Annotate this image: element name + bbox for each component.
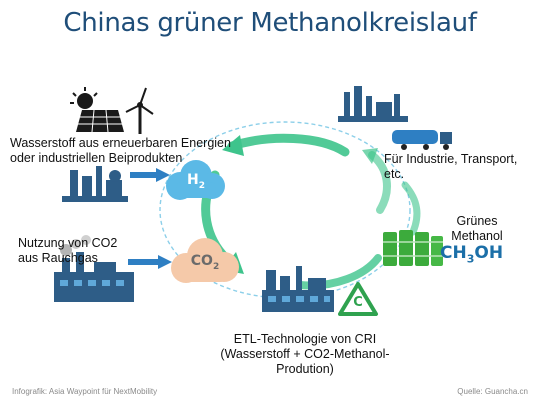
wind-turbine-icon (125, 87, 154, 134)
co2-inflow-arrow-head (158, 255, 172, 269)
methanol-barrels-icon (383, 230, 443, 266)
co2-cloud (171, 238, 239, 283)
etl-technology-label: ETL-Technologie von CRI (Wasserstoff + C… (220, 332, 390, 376)
hydrogen-plant-icon (62, 166, 128, 202)
cycle-arrow-right (368, 151, 391, 214)
h2-cloud-label: H2 (187, 172, 205, 191)
cycle-arrow-top-head (222, 135, 244, 156)
co2-cloud-label: CO2 (190, 253, 220, 272)
etl-plant-icon (262, 266, 334, 312)
cycle-arrow-top (227, 133, 350, 157)
h2-cloud (166, 160, 225, 200)
tanker-truck-icon (392, 130, 452, 150)
usage-label: Für Industrie, Transport, etc. (384, 152, 518, 181)
methanol-formula: CH3OH (440, 243, 504, 266)
solar-panel-icon (70, 87, 124, 133)
recycle-letter: C (353, 295, 363, 310)
green-methanol-label: Grünes Methanol (451, 214, 503, 243)
refinery-icon (338, 86, 408, 122)
cycle-arrow-ch3oh (401, 181, 421, 236)
hydrogen-source-label: Wasserstoff aus erneuerbaren Energien od… (10, 136, 231, 165)
page-title: Chinas grüner Methanolkreislauf (63, 8, 477, 38)
cycle-arrow-right-head (362, 148, 378, 164)
co2-source-label: Nutzung von CO2 aus Rauchgas (18, 236, 118, 265)
footer-source: Quelle: Guancha.cn (457, 387, 528, 396)
h2-inflow-arrow-head (156, 168, 170, 182)
flue-gas-factory-icon (54, 235, 134, 302)
recycle-icon (338, 282, 378, 316)
footer-credit: Infografik: Asia Waypoint für NextMobili… (12, 387, 158, 396)
